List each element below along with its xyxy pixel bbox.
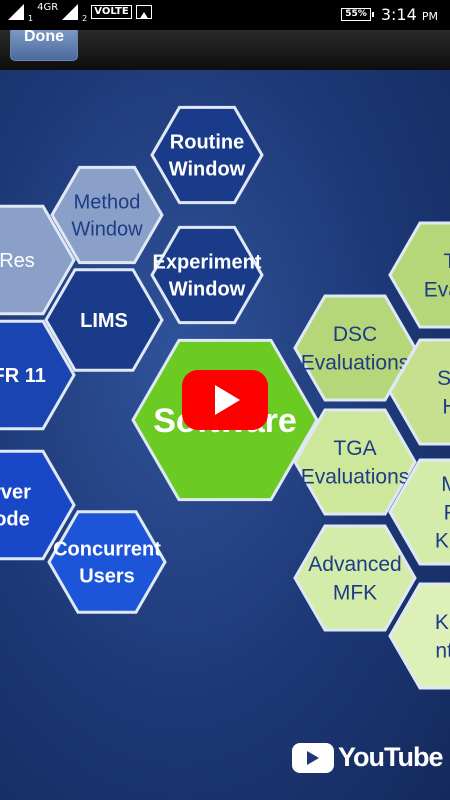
hexagon-tile: CFR 11 xyxy=(0,319,76,431)
clock-ampm: PM xyxy=(421,10,438,23)
hexagon-label: Concurrent xyxy=(53,539,161,561)
hexagon-tile: SpH xyxy=(388,338,450,446)
hexagon-label: Method xyxy=(74,192,141,214)
play-button[interactable] xyxy=(182,370,268,430)
hexagon-label: xRes xyxy=(0,250,35,272)
hexagon-label: nth xyxy=(435,640,450,663)
hexagon-shape xyxy=(293,524,417,632)
hexagon-label: Window xyxy=(169,159,246,181)
hexagon-tile: rver ode xyxy=(0,449,76,561)
hexagon-shape xyxy=(0,449,76,561)
signal-icon xyxy=(8,4,24,20)
hexagon-label: F xyxy=(444,501,450,524)
hexagon-shape xyxy=(0,204,76,316)
hexagon-shape xyxy=(388,221,450,329)
image-icon xyxy=(135,5,152,19)
hexagon-tile: LIMS xyxy=(44,268,164,372)
battery-level: 55% xyxy=(345,9,367,19)
clock-time: 3:14 xyxy=(380,5,417,24)
volte-badge: VOLTE xyxy=(91,5,132,19)
hexagon-label: M xyxy=(441,473,450,496)
toolbar: Done xyxy=(0,29,450,70)
hexagon-label: Evaluations xyxy=(301,352,410,375)
hexagon-label: Kin xyxy=(435,530,450,553)
hexagon-label: Users xyxy=(79,566,135,588)
hexagon-label: Evalu xyxy=(424,279,450,302)
youtube-logo[interactable]: YouTube xyxy=(292,742,443,773)
sim1-label: 1 xyxy=(28,13,34,23)
hexagon-label: rver xyxy=(0,482,31,504)
hexagon-shape xyxy=(0,319,76,431)
hexagon-label: MFK xyxy=(333,582,377,605)
hexagon-label: Sp xyxy=(437,367,450,390)
video-frame: RoutineWindowMethodWindowExperimentWindo… xyxy=(0,105,450,690)
hexagon-tile: Kin nth xyxy=(388,582,450,690)
clock: 3:14 PM xyxy=(381,5,438,24)
signal-icon-2 xyxy=(62,4,79,20)
status-bar: 1 4GR 2 VOLTE 55% 3:14 PM xyxy=(0,0,450,30)
hexagon-tile: T Evalu xyxy=(388,221,450,329)
hexagon-label: Routine xyxy=(170,132,244,154)
hexagon-shape xyxy=(150,105,264,205)
hexagon-label: H xyxy=(442,396,450,419)
sim2-label: 2 xyxy=(82,13,88,23)
hexagon-label: Kin xyxy=(435,611,450,634)
play-icon[interactable] xyxy=(215,385,240,415)
hexagon-label: T xyxy=(444,250,450,273)
youtube-wordmark: YouTube xyxy=(338,742,443,772)
hexagon-shape xyxy=(150,225,264,325)
battery-icon: 55% xyxy=(341,8,374,21)
youtube-icon xyxy=(292,742,334,773)
hexagon-shape xyxy=(388,338,450,446)
hexagon-shape xyxy=(388,458,450,566)
hexagon-label: LIMS xyxy=(80,310,128,332)
hexagon-shape xyxy=(388,582,450,690)
network-type: 4GR xyxy=(37,1,59,13)
hexagon-label: Window xyxy=(71,219,143,241)
hexagon-label: TGA xyxy=(333,437,376,460)
play-overlay xyxy=(182,370,268,430)
hexagon-label: ode xyxy=(0,509,30,531)
hexagon-tile: TGA Evaluations xyxy=(293,408,417,516)
hexagon-label: CFR 11 xyxy=(0,365,46,387)
hexagon-label: Window xyxy=(169,279,246,301)
hexagon-shape xyxy=(293,408,417,516)
hexagon-shape xyxy=(47,510,167,614)
hexagon-label: Advanced xyxy=(308,553,401,576)
hexagon-label: Evaluations xyxy=(301,466,410,489)
hexagon-shape xyxy=(44,268,164,372)
hexagon-tile: DSC Evaluations xyxy=(293,294,417,402)
hexagon-tile: xRes xyxy=(0,204,76,316)
hexagon-label: DSC xyxy=(333,323,377,346)
hexagon-tile: MF Kin xyxy=(388,458,450,566)
hexagon-label: Experiment xyxy=(153,252,262,274)
done-button[interactable]: Done xyxy=(10,29,78,61)
hexagon-shape xyxy=(50,165,164,265)
